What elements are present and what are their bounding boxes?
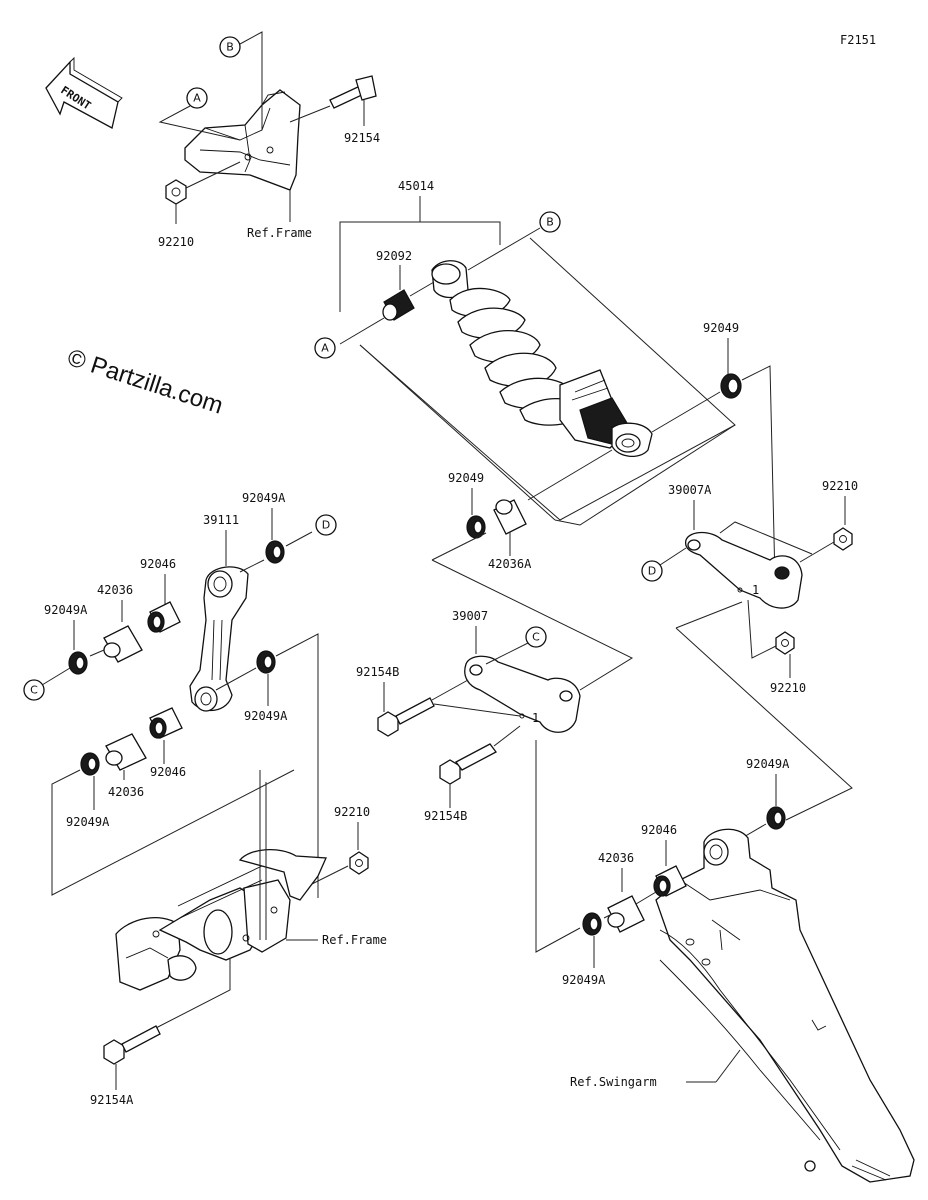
bolt-92154a-icon <box>103 1025 161 1065</box>
ref-frame-top: Ref.Frame <box>247 226 312 240</box>
nut-92210-r2-icon <box>775 631 795 655</box>
callout-a-shock: A <box>314 337 336 359</box>
bolt-92154b-2-icon <box>439 743 497 785</box>
tie-rod-39007a-icon: 1 <box>684 531 803 609</box>
part-92046-swing: 92046 <box>641 823 677 837</box>
washer-92049-right-icon <box>720 373 742 399</box>
callout-d-right: D <box>641 560 663 582</box>
front-arrow-icon: FRONT <box>45 56 123 129</box>
part-92049a-left: 92049A <box>44 603 88 617</box>
svg-text:1: 1 <box>532 711 539 725</box>
nut-92210-r1-icon <box>833 527 853 551</box>
sleeve-42036-bot-icon <box>105 733 147 771</box>
svg-text:C: C <box>30 684 38 697</box>
diagram-code: F2151 <box>840 33 876 47</box>
callout-a-top: A <box>186 87 208 109</box>
bolt-92154-icon <box>329 75 377 109</box>
part-42036-bot: 42036 <box>108 785 144 799</box>
connecting-rod-39111-icon <box>189 566 249 712</box>
part-92210-r2: 92210 <box>770 681 806 695</box>
washer-92049a-swing-bot-icon <box>582 912 602 936</box>
svg-text:D: D <box>648 565 656 578</box>
frame-lower-mount <box>115 848 327 991</box>
callout-c-left: C <box>23 679 45 701</box>
washer-92049a-bot-icon <box>80 752 100 776</box>
sleeve-42036a-icon <box>493 499 527 535</box>
svg-text:1: 1 <box>752 583 759 597</box>
washer-92049a-top-icon <box>265 540 285 564</box>
part-92154b-1: 92154B <box>356 665 399 679</box>
svg-text:B: B <box>546 216 554 229</box>
part-39007: 39007 <box>452 609 488 623</box>
part-42036-swing: 42036 <box>598 851 634 865</box>
sleeve-42036-swing-icon <box>607 895 645 933</box>
bearing-92046-bot-icon <box>149 707 183 739</box>
watermark: © Partzilla.com <box>64 344 226 420</box>
part-92049a-swing: 92049A <box>746 757 790 771</box>
part-92049a-link: 92049A <box>244 709 288 723</box>
part-92210-top: 92210 <box>158 235 194 249</box>
part-92154b-2: 92154B <box>424 809 467 823</box>
washer-92049a-link-icon <box>256 650 276 674</box>
part-92210-r1: 92210 <box>822 479 858 493</box>
callout-d-left: D <box>315 514 337 536</box>
part-92049a-swing-bot: 92049A <box>562 973 606 987</box>
part-92049a-top: 92049A <box>242 491 286 505</box>
frame-upper-mount <box>184 89 301 191</box>
ref-frame-bottom: Ref.Frame <box>322 933 387 947</box>
washer-92049a-swing-icon <box>766 806 786 830</box>
nut-92210-top-icon <box>165 179 187 205</box>
bearing-92046-top-icon <box>147 601 181 633</box>
svg-text:A: A <box>321 342 329 355</box>
swingarm-icon <box>655 828 915 1183</box>
part-39007a: 39007A <box>668 483 712 497</box>
callout-c-mid: C <box>525 626 547 648</box>
bearing-92046-swing-icon <box>653 865 687 897</box>
part-42036a: 42036A <box>488 557 532 571</box>
part-45014: 45014 <box>398 179 434 193</box>
part-39111: 39111 <box>203 513 239 527</box>
part-92049-mid: 92049 <box>448 471 484 485</box>
part-42036-top: 42036 <box>97 583 133 597</box>
shock-absorber-icon <box>431 260 653 457</box>
part-92092: 92092 <box>376 249 412 263</box>
sleeve-42036-top-icon <box>103 625 143 663</box>
part-92049-right: 92049 <box>703 321 739 335</box>
callout-b-top: B <box>219 36 241 58</box>
part-92154a: 92154A <box>90 1093 134 1107</box>
collar-92092-icon <box>382 289 415 321</box>
svg-text:B: B <box>226 41 234 54</box>
tie-rod-39007-icon: 1 <box>464 655 581 733</box>
nut-92210-mid-icon <box>349 851 369 875</box>
part-92046-bot: 92046 <box>150 765 186 779</box>
svg-text:A: A <box>193 92 201 105</box>
washer-92049a-left-icon <box>68 651 88 675</box>
ref-swingarm: Ref.Swingarm <box>570 1075 657 1089</box>
part-92154: 92154 <box>344 131 380 145</box>
part-92049a-bot: 92049A <box>66 815 110 829</box>
svg-text:C: C <box>532 631 540 644</box>
bolt-92154b-1-icon <box>377 697 435 737</box>
callout-b-shock: B <box>539 211 561 233</box>
svg-text:D: D <box>322 519 330 532</box>
part-92046-top: 92046 <box>140 557 176 571</box>
part-92210-mid: 92210 <box>334 805 370 819</box>
